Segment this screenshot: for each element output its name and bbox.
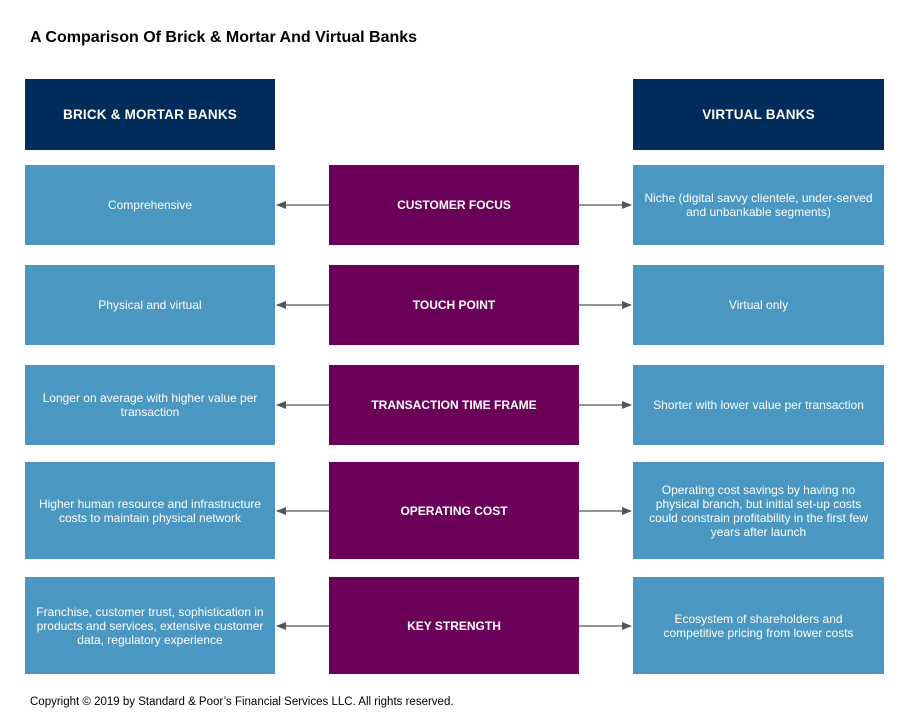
- category-transaction-time-frame: TRANSACTION TIME FRAME: [329, 365, 579, 445]
- brick-mortar-operating-cost: Higher human resource and infrastructure…: [25, 462, 275, 559]
- brick-mortar-customer-focus: Comprehensive: [25, 165, 275, 245]
- brick-mortar-transaction-time-frame: Longer on average with higher value per …: [25, 365, 275, 445]
- category-touch-point: TOUCH POINT: [329, 265, 579, 345]
- virtual-operating-cost: Operating cost savings by having no phys…: [633, 462, 884, 559]
- category-key-strength: KEY STRENGTH: [329, 577, 579, 674]
- virtual-touch-point: Virtual only: [633, 265, 884, 345]
- brick-mortar-key-strength: Franchise, customer trust, sophisticatio…: [25, 577, 275, 674]
- copyright-notice: Copyright © 2019 by Standard & Poor’s Fi…: [30, 696, 454, 708]
- category-customer-focus: CUSTOMER FOCUS: [329, 165, 579, 245]
- virtual-customer-focus: Niche (digital savvy clientele, under-se…: [633, 165, 884, 245]
- virtual-transaction-time-frame: Shorter with lower value per transaction: [633, 365, 884, 445]
- header-brick-mortar-banks: BRICK & MORTAR BANKS: [25, 79, 275, 150]
- virtual-key-strength: Ecosystem of shareholders and competitiv…: [633, 577, 884, 674]
- page-title: A Comparison Of Brick & Mortar And Virtu…: [30, 29, 418, 46]
- header-virtual-banks: VIRTUAL BANKS: [633, 79, 884, 150]
- category-operating-cost: OPERATING COST: [329, 462, 579, 559]
- brick-mortar-touch-point: Physical and virtual: [25, 265, 275, 345]
